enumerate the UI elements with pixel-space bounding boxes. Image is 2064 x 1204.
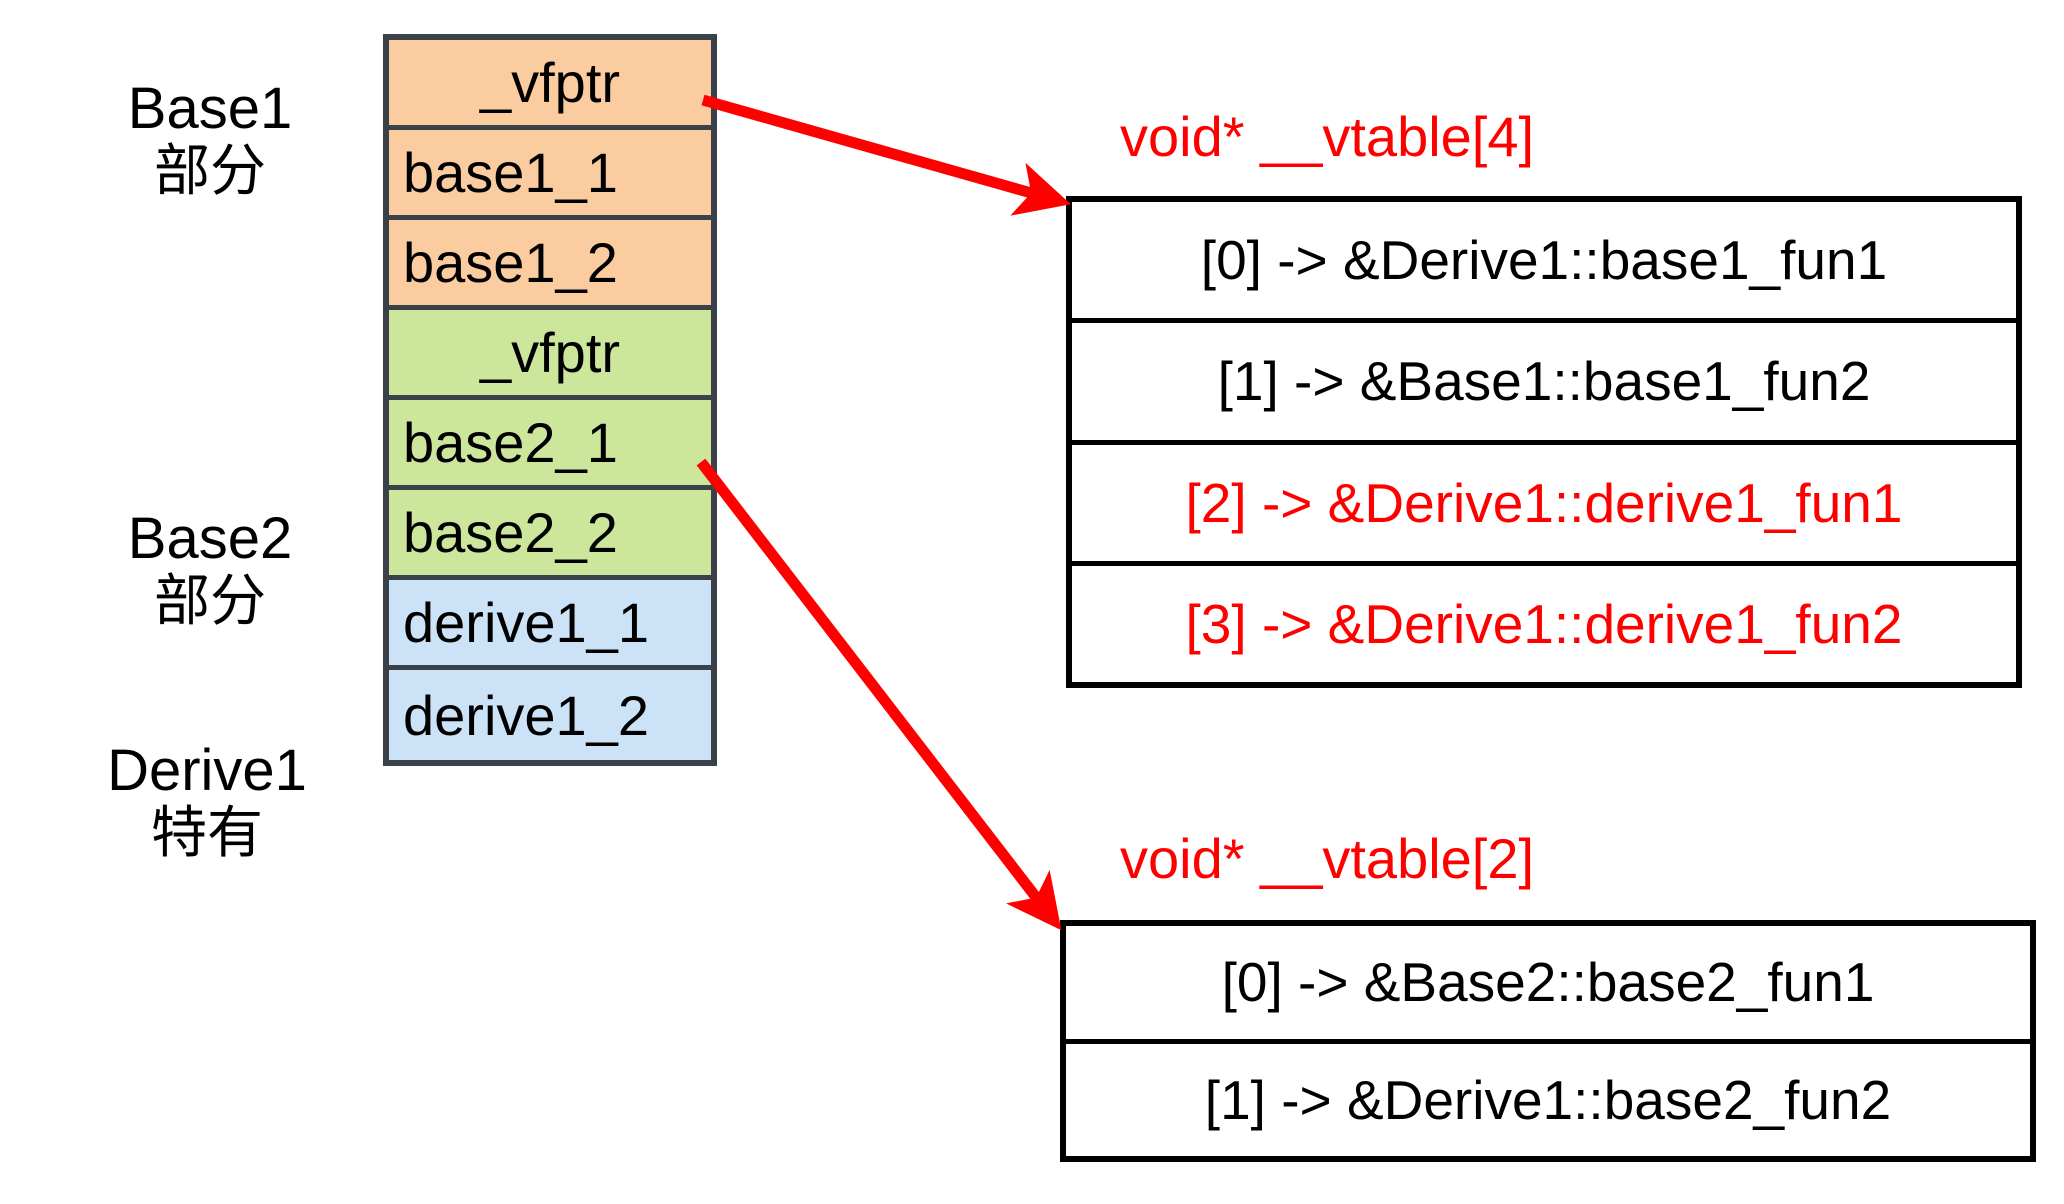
section-label-base2: Base2 部分 — [60, 506, 360, 632]
memory-cell-label: base2_2 — [403, 501, 618, 564]
arrow-vfptr-base2-to-vtable2 — [696, 458, 1062, 931]
memory-layout-column: _vfptr base1_1 base1_2 _vfptr base2_1 ba… — [383, 34, 717, 766]
memory-cell-base1-1: base1_1 — [389, 130, 711, 220]
section-label-base1-line1: Base1 — [127, 76, 293, 141]
vtable-entry-text: [1] -> &Base1::base1_fun2 — [1217, 350, 1871, 413]
memory-cell-base2-2: base2_2 — [389, 490, 711, 580]
vtable4-title: void* __vtable[4] — [1120, 105, 1535, 168]
section-label-derive1-line2: 特有 — [151, 800, 263, 864]
memory-cell-base2-vfptr: _vfptr — [389, 310, 711, 400]
vtable4-box: [0] -> &Derive1::base1_fun1 [1] -> &Base… — [1066, 196, 2022, 688]
memory-cell-label: base1_1 — [403, 141, 618, 204]
memory-cell-base2-1: base2_1 — [389, 400, 711, 490]
vtable2-entry-1: [1] -> &Derive1::base2_fun2 — [1066, 1044, 2030, 1157]
vtable2-box: [0] -> &Base2::base2_fun1 [1] -> &Derive… — [1060, 920, 2036, 1162]
vtable4-entry-2: [2] -> &Derive1::derive1_fun1 — [1072, 445, 2016, 566]
vtable4-entry-0: [0] -> &Derive1::base1_fun1 — [1072, 202, 2016, 324]
memory-cell-label: derive1_2 — [403, 683, 649, 747]
vtable-entry-text: [2] -> &Derive1::derive1_fun1 — [1185, 471, 1903, 534]
memory-cell-label: base1_2 — [403, 231, 618, 294]
section-label-derive1-line1: Derive1 — [107, 738, 307, 803]
section-label-base1: Base1 部分 — [60, 76, 360, 202]
memory-cell-label: derive1_1 — [403, 591, 649, 654]
memory-cell-base1-vfptr: _vfptr — [389, 40, 711, 130]
memory-cell-label: base2_1 — [403, 411, 618, 474]
memory-cell-base1-2: base1_2 — [389, 220, 711, 310]
section-label-derive1: Derive1 特有 — [42, 738, 372, 864]
vtable4-entry-3: [3] -> &Derive1::derive1_fun2 — [1072, 566, 2016, 682]
vtable-entry-text: [0] -> &Base2::base2_fun1 — [1221, 951, 1875, 1014]
memory-cell-derive1-2: derive1_2 — [389, 670, 711, 760]
vtable2-entry-0: [0] -> &Base2::base2_fun1 — [1066, 926, 2030, 1044]
section-label-base2-line2: 部分 — [154, 568, 266, 632]
vtable-entry-text: [1] -> &Derive1::base2_fun2 — [1204, 1068, 1892, 1131]
vtable-entry-text: [3] -> &Derive1::derive1_fun2 — [1185, 592, 1903, 655]
memory-cell-label: _vfptr — [479, 321, 621, 384]
arrow-vfptr-base1-to-vtable4 — [701, 94, 1071, 216]
memory-cell-label: _vfptr — [479, 51, 621, 114]
section-label-base2-line1: Base2 — [127, 506, 293, 571]
vtable-entry-text: [0] -> &Derive1::base1_fun1 — [1200, 229, 1888, 292]
memory-cell-derive1-1: derive1_1 — [389, 580, 711, 670]
section-label-base1-line2: 部分 — [154, 138, 266, 202]
vtable2-title: void* __vtable[2] — [1120, 827, 1535, 890]
vtable4-entry-1: [1] -> &Base1::base1_fun2 — [1072, 323, 2016, 445]
